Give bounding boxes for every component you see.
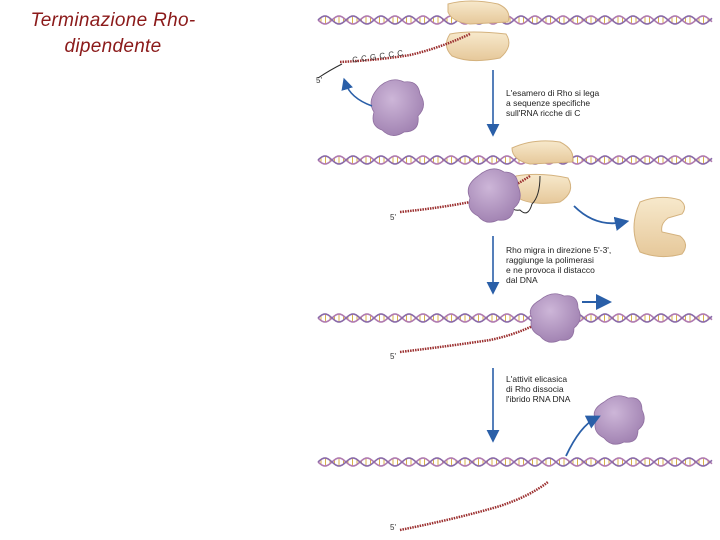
rna-5prime-label-3: 5' <box>390 352 396 361</box>
rna-5prime-label-2: 5' <box>390 213 396 222</box>
step-1-line-3: sull'RNA ricche di C <box>506 108 581 118</box>
dna-strand-template <box>317 155 713 165</box>
released-polymerase <box>633 196 686 258</box>
dna-strand-coding <box>317 155 713 165</box>
rna-tail-1 <box>317 63 343 79</box>
title-line-1: Terminazione Rho- <box>30 10 196 31</box>
polymerase-release-arrow <box>573 205 630 231</box>
step-3-line-1: L'attivit elicasica <box>506 374 568 384</box>
rna-transcript-3 <box>399 316 549 354</box>
rna-polymerase-1 <box>446 0 510 62</box>
step-3-note: L'attivit elicasica di Rho dissocia l'ib… <box>506 374 570 404</box>
dna-strand-template <box>317 457 713 467</box>
step-1-note: L'esamero di Rho si lega a sequenze spec… <box>506 88 599 118</box>
rho-hexamer-1 <box>370 79 424 136</box>
step-3-line-2: di Rho dissocia <box>506 384 564 394</box>
rho-hexamer-3 <box>529 293 581 343</box>
step-1-line-1: L'esamero di Rho si lega <box>506 88 600 98</box>
rna-polymerase-2 <box>511 140 574 204</box>
step-2-line-4: dal DNA <box>506 275 538 285</box>
released-rna <box>399 481 549 532</box>
dna-helix-3 <box>317 313 713 323</box>
step-2-line-3: e ne provoca il distacco <box>506 265 595 275</box>
title-line-2: dipendente <box>64 36 162 57</box>
rho-hexamer-2 <box>467 168 521 223</box>
dna-helix-1 <box>317 15 713 25</box>
dna-strand-template <box>317 15 713 25</box>
dna-strand-template <box>317 313 713 323</box>
rho-release-arrow <box>565 415 601 457</box>
step-2-note: Rho migra in direzione 5'-3', raggiunge … <box>506 245 611 285</box>
rna-5prime-label-1: 5' <box>316 76 322 85</box>
rna-transcript-1 <box>339 32 471 64</box>
rho-hexamer-4 <box>593 395 645 445</box>
dna-helix-4 <box>317 457 713 467</box>
rho-binding-arrow <box>341 77 373 107</box>
dna-strand-coding <box>317 457 713 467</box>
rna-5prime-label-4: 5' <box>390 523 396 532</box>
step-2-line-2: raggiunge la polimerasi <box>506 255 594 265</box>
slide-title: Terminazione Rho- dipendente <box>18 8 208 60</box>
dna-strand-coding <box>317 313 713 323</box>
step-2-line-1: Rho migra in direzione 5'-3', <box>506 245 612 255</box>
step-1-line-2: a sequenze specifiche <box>506 98 591 108</box>
step-3-line-3: l'ibrido RNA DNA <box>506 394 571 404</box>
dna-strand-coding <box>317 15 713 25</box>
